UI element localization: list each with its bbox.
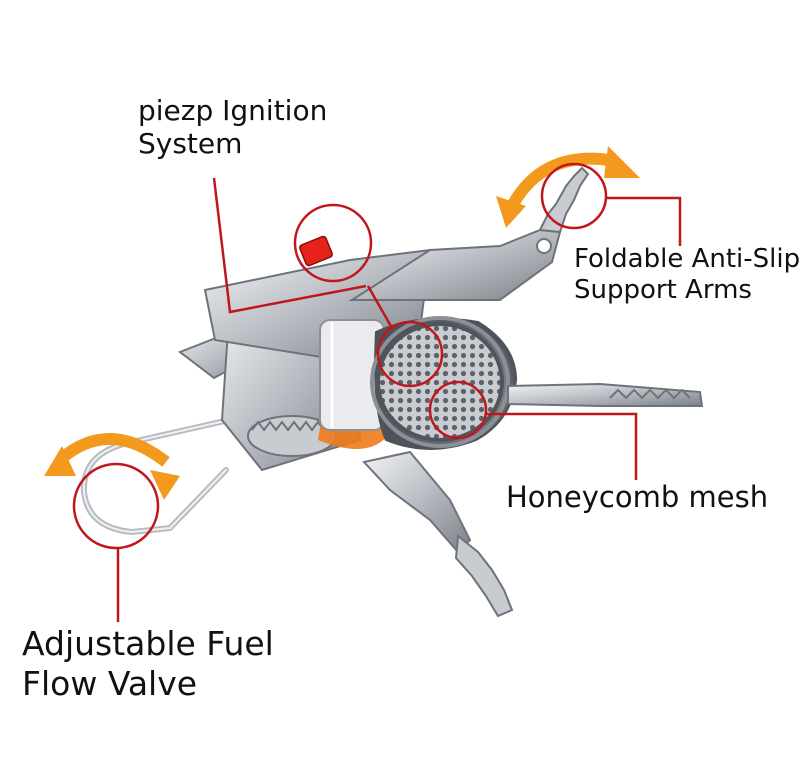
support-arms-label-line2: Support Arms [574, 275, 800, 306]
honeycomb-mesh-label: Honeycomb mesh [506, 480, 768, 514]
ignition-label-line1: piezp Ignition [138, 94, 327, 127]
support-arm-side [508, 384, 702, 406]
honeycomb-mesh-label-line1: Honeycomb mesh [506, 480, 768, 514]
stove-body [84, 168, 702, 616]
fuel-valve-label-line2: Flow Valve [22, 664, 274, 704]
support-arms-label: Foldable Anti-Slip Support Arms [574, 244, 800, 305]
fuel-valve-label: Adjustable Fuel Flow Valve [22, 624, 274, 703]
ignition-button [299, 236, 333, 267]
support-arms-label-line1: Foldable Anti-Slip [574, 244, 800, 275]
fuel-valve-label-line1: Adjustable Fuel [22, 624, 274, 664]
support-arm-bottom [364, 452, 470, 552]
arm-tip-bottom [456, 536, 512, 616]
ignition-label: piezp Ignition System [138, 94, 327, 160]
ignition-label-line2: System [138, 127, 327, 160]
